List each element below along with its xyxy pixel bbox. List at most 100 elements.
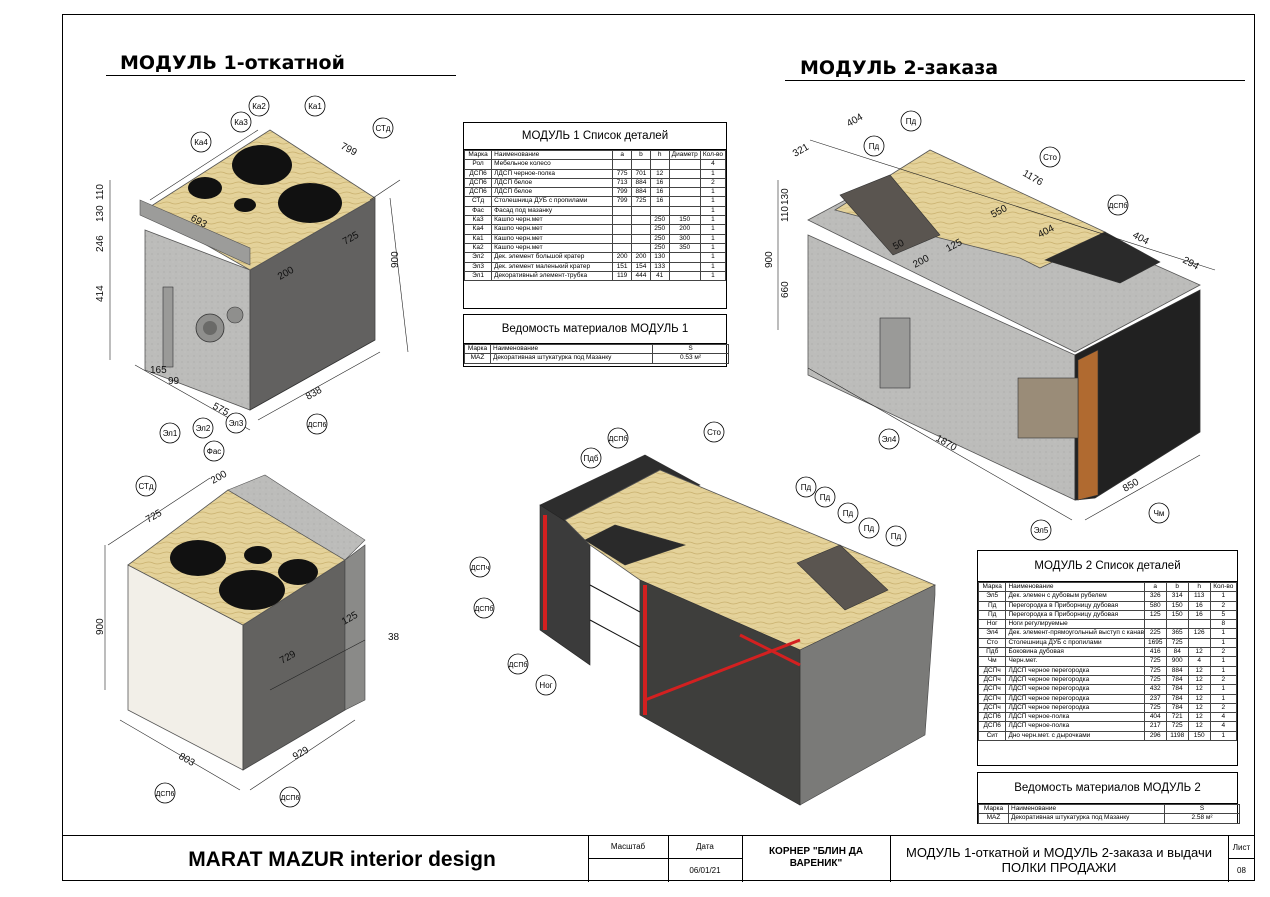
- dim-m1-838: 838: [304, 385, 324, 403]
- table-cell: 784: [1165, 702, 1189, 714]
- dim-m2-1176: 1176: [1021, 168, 1046, 188]
- tag-el3: Эл3: [225, 412, 247, 434]
- dim-m1-414: 414: [95, 285, 106, 302]
- table-cell: 775: [612, 168, 633, 179]
- tag-sta-bottom: СТд: [135, 475, 157, 497]
- table-cell: ДСП6: [463, 177, 493, 189]
- table-cell: Кол-во: [1209, 581, 1238, 593]
- table-cell: 1: [1209, 665, 1238, 676]
- table-cell: 701: [631, 168, 651, 179]
- table-cell: 884: [1165, 665, 1189, 676]
- table-cell: 725: [1143, 702, 1167, 714]
- table-cell: ЛДСП черное перегородка: [1005, 665, 1145, 676]
- table-cell: 12: [1187, 674, 1211, 686]
- svg-text:Эл3: Эл3: [229, 419, 244, 428]
- table-cell: 725: [1165, 637, 1189, 649]
- svg-text:Сто: Сто: [707, 428, 721, 437]
- table-cell: 5: [1209, 609, 1238, 621]
- table-cell: 725: [1143, 665, 1167, 676]
- table-cell: 1: [699, 252, 727, 263]
- table-cell: ЛДСП белое: [491, 177, 614, 189]
- svg-text:ДСПч: ДСПч: [471, 565, 490, 572]
- table-cell: [668, 196, 701, 207]
- svg-text:Ка3: Ка3: [234, 118, 248, 127]
- tag-nog: Ног: [535, 674, 557, 696]
- table-cell: 119: [612, 270, 633, 282]
- dim-m1b-803: 803: [177, 751, 197, 769]
- table-cell: Диаметр: [668, 149, 701, 161]
- table-cell: ЛДСП черное-полка: [1005, 721, 1145, 732]
- tag-el1: Эл1: [159, 422, 181, 444]
- svg-text:Ка4: Ка4: [194, 138, 208, 147]
- table-cell: 784: [1165, 674, 1189, 686]
- dim-m1-246: 246: [95, 235, 106, 252]
- svg-text:Эл1: Эл1: [163, 429, 178, 438]
- table-cell: [612, 224, 633, 235]
- tag-pd3: Пд: [795, 476, 817, 498]
- svg-text:ДСП6: ДСП6: [281, 795, 300, 802]
- tag-chm: Чм: [1148, 502, 1170, 524]
- table-cell: 4: [1187, 656, 1211, 667]
- table-cell: [612, 242, 633, 254]
- table-cell: 150: [668, 215, 701, 226]
- dim-m2-660: 660: [780, 281, 791, 298]
- dim-m2-404c: 404: [1131, 230, 1151, 248]
- table-cell: 444: [631, 270, 651, 282]
- table-cell: 404: [1143, 712, 1167, 723]
- table-cell: 250: [649, 215, 670, 226]
- svg-text:ДСП6: ДСП6: [156, 791, 175, 798]
- tag-ka2: Ка2: [248, 95, 270, 117]
- table-cell: [668, 168, 701, 179]
- svg-text:Ка2: Ка2: [252, 102, 266, 111]
- table-cell: Марка: [463, 149, 493, 161]
- tag-ka3: Ка3: [230, 111, 252, 133]
- table-cell: 12: [1187, 721, 1211, 732]
- table-cell: 314: [1165, 591, 1189, 602]
- planter-ka4: [188, 177, 222, 199]
- table-cell: b: [1165, 581, 1189, 593]
- table-cell: Дно черн.мет. с дырочками: [1005, 730, 1145, 742]
- table-cell: h: [649, 149, 670, 161]
- svg-text:Ног: Ног: [539, 681, 552, 690]
- tag-fas: Фас: [203, 440, 225, 462]
- table-cell: 2: [699, 177, 727, 189]
- svg-text:Пд: Пд: [820, 493, 831, 502]
- table-cell: [631, 205, 651, 217]
- table-cell: Фас: [463, 205, 493, 217]
- table-cell: Ног: [977, 619, 1007, 630]
- table-cell: 884: [631, 177, 651, 189]
- dim-m2-110: 110: [780, 206, 791, 222]
- dim-m1-900: 900: [390, 251, 401, 268]
- table-cell: ЛДСП черное перегородка: [1005, 702, 1145, 714]
- table-cell: Дек. элемент маленький кратер: [491, 261, 614, 272]
- table-cell: Марка: [977, 581, 1007, 593]
- table-cell: 1695: [1143, 637, 1167, 649]
- table-cell: 16: [1187, 609, 1211, 621]
- sheet-number: 08: [1237, 866, 1246, 875]
- table-cell: 713: [612, 177, 633, 189]
- table-cell: Столешница ДУБ с пропилами: [1005, 637, 1145, 649]
- svg-text:ДСПб: ДСПб: [1109, 202, 1128, 210]
- tag-sta-top: СТд: [372, 117, 394, 139]
- table-cell: 126: [1187, 628, 1211, 639]
- table-cell: [1187, 619, 1211, 630]
- module1-parts-caption: МОДУЛЬ 1 Список деталей: [464, 123, 726, 150]
- table-cell: ДСПч: [977, 693, 1007, 704]
- table-cell: Дек. элемен с дубовым рубелем: [1005, 591, 1145, 602]
- svg-text:Фас: Фас: [207, 447, 222, 456]
- table-cell: 1: [1209, 591, 1238, 602]
- table-cell: Марка: [978, 803, 1009, 815]
- table-cell: [631, 215, 651, 226]
- tag-dsp6-c: ДСП6: [279, 786, 301, 808]
- table-cell: [1143, 619, 1167, 630]
